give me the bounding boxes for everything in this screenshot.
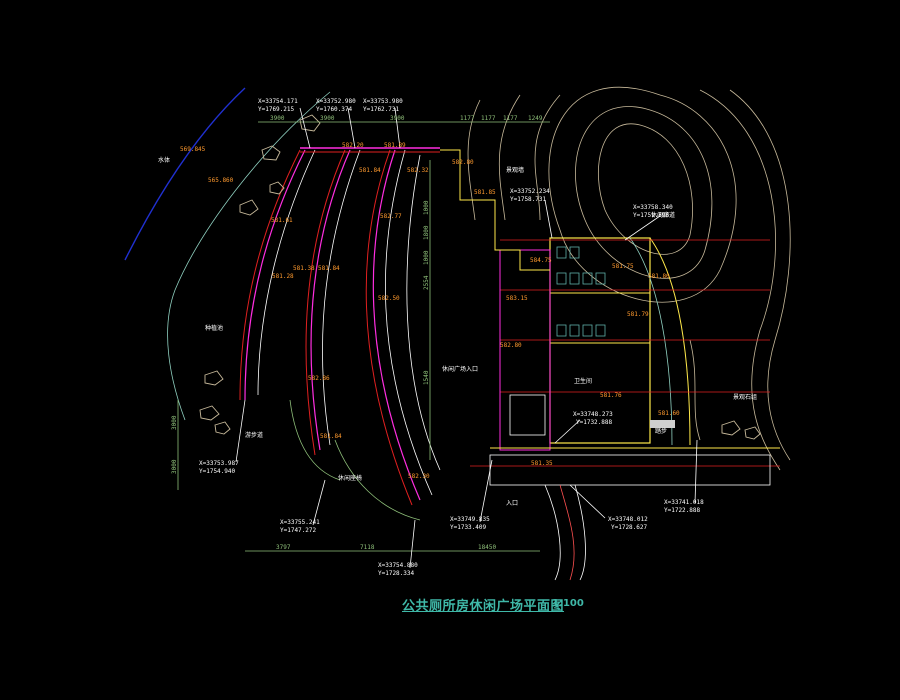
dimension-label: 1177 [503,115,518,122]
elevation-label: 581.79 [627,311,649,318]
coord-y: Y=1732.888 [576,419,613,426]
elevation-label: 581.80 [648,273,670,280]
drawing-scale: 1:100 [552,598,584,609]
elevation-label: 582.30 [408,473,430,480]
elevation-label: 581.89 [384,142,406,149]
elevation-label: 582.50 [378,295,400,302]
elevation-label: 584.75 [530,257,552,264]
note-landscape-wall: 景观墙 [506,166,524,174]
coord-y: Y=1762.731 [363,106,400,113]
dimension-label: 3900 [390,115,405,122]
dimension-label: 3900 [320,115,335,122]
coord-y: Y=1728.334 [378,570,415,577]
elevation-label: 582.80 [500,342,522,349]
elevation-label: 581.85 [474,189,496,196]
coord-x: X=33748.273 [573,411,613,418]
elevation-label: 581.38 [293,265,315,272]
coord-x: X=33755.241 [280,519,320,526]
contour-lines [467,87,791,471]
elevation-label: 581.28 [272,273,294,280]
note-river: 水体 [158,156,170,164]
coord-x: X=33752.980 [316,98,356,105]
elevation-label: 581.84 [318,265,340,272]
elevation-label: 582.86 [308,375,330,382]
coord-x: X=33748.012 [608,516,648,523]
dimension-label: 1540 [423,370,430,385]
note-entrance: 入口 [506,500,518,507]
dimension-label: 3797 [276,544,291,551]
coord-x: X=33741.018 [664,499,704,506]
elevation-label: 581.84 [359,167,381,174]
lavatory-building [440,149,780,581]
dimension-lines [177,121,550,552]
elevation-labels: 569.845 565.860 581.61 582.20 581.89 581… [180,142,680,480]
dimension-label: 1249 [528,115,543,122]
note-plaza: 休闲广场入口 [442,365,478,373]
coord-x: X=33752.234 [510,188,550,195]
coord-y: Y=1728.627 [611,524,648,531]
coord-y: Y=1760.374 [316,106,353,113]
coord-y: Y=1722.888 [664,507,701,514]
coord-y: Y=1747.272 [280,527,317,534]
coord-y: Y=1754.940 [199,468,236,475]
rocks [199,114,761,440]
elevation-label: 582.20 [342,142,364,149]
coordinate-labels: X=33754.171 Y=1769.215 X=33752.980 Y=176… [199,98,704,577]
coord-x: X=33754.171 [258,98,298,105]
dimension-label: 1177 [481,115,496,122]
elevation-label: 582.80 [452,159,474,166]
dimension-label: 18450 [478,544,496,551]
dimension-label: 1000 [423,200,430,215]
coord-x: X=33753.980 [363,98,403,105]
coord-x: X=33749.835 [450,516,490,523]
note-planting: 种植池 [205,324,223,332]
elevation-label: 581.75 [612,263,634,270]
dimension-label: 1800 [423,225,430,240]
dimension-label: 3000 [171,415,178,430]
annotation-notes: 水体 种植池 游步道 休闲座椅 休闲广场入口 景观墙 休闲廊道 景观石组 入口 … [158,156,757,507]
coord-x: X=33754.880 [378,562,418,569]
coord-y: Y=1758.731 [510,196,547,203]
dimension-label: 7118 [360,544,375,551]
elevation-label: 581.35 [531,460,553,467]
note-bench: 休闲座椅 [338,474,362,482]
elevation-label: 581.84 [320,433,342,440]
river-edge [124,87,246,261]
leader-lines [235,107,698,569]
elevation-label: 581.76 [600,392,622,399]
dimension-label: 1000 [423,250,430,265]
dimension-label: 3900 [270,115,285,122]
dimension-labels: 3900 3900 3900 1177 1177 1177 1249 3797 … [171,115,543,551]
note-rocks: 景观石组 [733,393,757,401]
note-path: 游步道 [245,431,263,439]
elevation-label: 581.61 [271,217,293,224]
note-lavatory: 卫生间 [574,377,592,385]
elevation-label: 569.845 [180,146,206,153]
elevation-label: 565.860 [208,177,234,184]
curved-walkways [239,147,441,521]
drawing-title: 公共厕所房休闲广场平面图 [402,599,565,614]
elevation-label: 583.15 [506,295,528,302]
note-corridor: 休闲廊道 [651,211,675,219]
coord-x: X=33758.340 [633,204,673,211]
coord-y: Y=1751.896 [633,212,670,219]
dimension-label: 3000 [171,459,178,474]
note-stair: 踏步 [655,427,667,435]
dimension-label: 1177 [460,115,475,122]
coord-x: X=33753.987 [199,460,239,467]
coord-y: Y=1733.409 [450,524,487,531]
elevation-label: 581.60 [658,410,680,417]
slope-line [167,91,331,421]
elevation-label: 582.32 [407,167,429,174]
dimension-label: 2554 [423,275,430,290]
elevation-label: 582.77 [380,213,402,220]
coord-y: Y=1769.215 [258,106,295,113]
